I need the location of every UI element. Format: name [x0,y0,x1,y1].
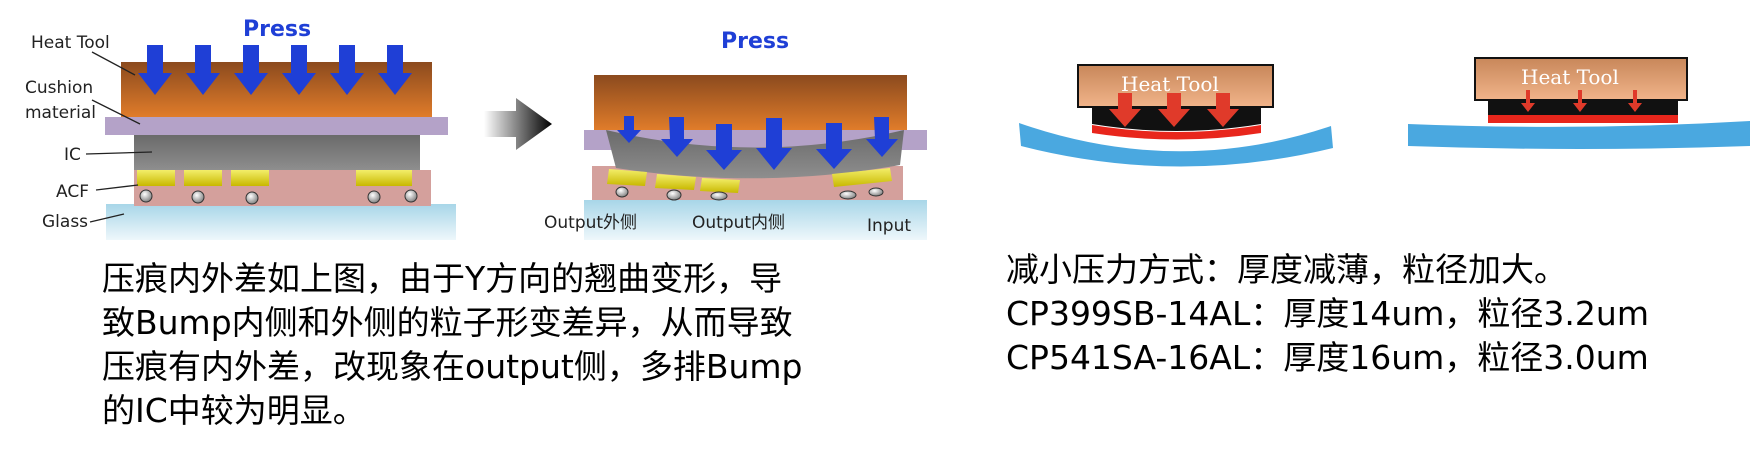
press-arrow [138,45,172,95]
label-output-outer: Output外侧 [544,213,637,233]
pressure-arrow [1521,90,1535,112]
middle-press-arrows [617,116,898,170]
pressure-arrows-large [1109,93,1239,127]
text-line: CP541SA-16AL：厚度16um，粒径3.0um [1006,338,1649,377]
text-line: 致Bump内侧和外侧的粒子形变差异，从而导致 [102,303,793,342]
flat-glass [1408,121,1750,149]
left-cushion [105,117,448,135]
middle-glass [584,200,927,240]
particle [868,187,884,197]
particle [666,189,682,201]
middle-press-label: Press [721,29,789,54]
text-line: 减小压力方式：厚度减薄，粒径加大。 [1006,250,1567,289]
left-particles [139,189,418,205]
label-acf: ACF [56,182,89,202]
pressure-arrow [1109,93,1141,127]
bump [184,170,222,186]
red-pad [1488,115,1678,123]
particle [839,190,857,200]
transition-arrow [484,98,552,150]
particle [139,189,153,203]
middle-heat-tool [594,75,907,130]
bump [655,174,696,190]
press-arrow [816,123,852,169]
pressure-arrow [1573,90,1587,112]
bump [700,178,740,193]
press-arrow [282,45,316,95]
bent-glass [1019,123,1333,167]
left-leader-lines [85,51,153,223]
bump [231,170,269,186]
right-diagram-low-pressure: Heat Tool [1408,57,1750,149]
left-bumps [137,170,412,186]
leader-line [95,184,139,191]
label-ic: IC [64,145,81,165]
leader-line [91,99,141,125]
label-heat-tool: Heat Tool [31,33,110,53]
particle [615,186,629,198]
press-arrow [661,117,693,157]
label-output-inner: Output内侧 [692,213,785,233]
label-input: Input [867,216,911,236]
text-line: 压痕有内外差，改现象在output侧，多排Bump [102,347,803,386]
particle [245,191,259,205]
text-line: 压痕内外差如上图，由于Y方向的翘曲变形，导 [102,259,783,298]
bump [607,169,647,186]
text-line: CP399SB-14AL：厚度14um，粒径3.2um [1006,294,1649,333]
left-press-label: Press [243,17,311,42]
leader-line [89,213,125,223]
leader-line [85,151,153,155]
bump [137,170,175,186]
left-press-arrows [138,45,412,95]
bump [832,168,892,187]
right-diagram-high-pressure: Heat Tool [1019,64,1333,167]
middle-stack-diagram: Press Output外侧 Output内侧 Input [544,29,927,240]
left-stack-diagram: Press Heat Tool Cushion material IC ACF … [25,17,456,240]
particle [404,189,418,203]
particle [191,190,205,204]
press-arrow [378,45,412,95]
leader-line [91,51,136,76]
middle-particles [615,186,884,201]
heat-tool-label: Heat Tool [1121,72,1219,96]
label-cushion-line2: material [25,103,96,123]
pressure-reduction-text: 减小压力方式：厚度减薄，粒径加大。 CP399SB-14AL：厚度14um，粒径… [1006,248,1746,380]
label-glass: Glass [42,212,88,232]
particle [367,190,381,204]
label-cushion-line1: Cushion [25,78,93,98]
pressure-arrow [1207,93,1239,127]
left-heat-tool [121,62,432,117]
press-arrow [330,45,364,95]
particle [710,191,728,201]
left-glass [106,204,456,240]
left-ic [134,135,420,170]
press-arrow [186,45,220,95]
explanation-text: 压痕内外差如上图，由于Y方向的翘曲变形，导 致Bump内侧和外侧的粒子形变差异，… [102,257,902,433]
bump [356,170,412,186]
text-line: 的IC中较为明显。 [102,391,366,430]
pressure-arrow [1158,93,1190,127]
red-pad [1092,125,1261,140]
press-arrow [756,118,792,170]
middle-bumps [607,168,892,193]
press-arrow [234,45,268,95]
press-arrow [617,116,641,143]
press-arrow [706,124,742,170]
pressure-arrows-small [1521,90,1642,112]
pressure-arrow [1628,90,1642,112]
heat-tool-label: Heat Tool [1521,65,1619,89]
press-arrow [866,117,898,157]
middle-ic-warped [606,130,904,179]
